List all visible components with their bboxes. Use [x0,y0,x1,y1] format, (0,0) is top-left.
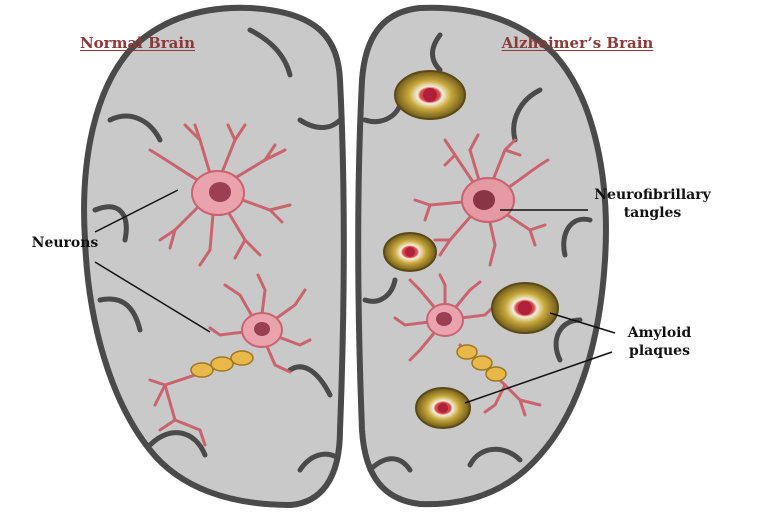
neuron-nucleus [473,190,495,210]
amyloid-plaque [383,232,437,272]
leader-lines [94,189,616,404]
neuron-nucleus [436,312,452,326]
heading-normal-brain: Normal Brain [79,34,196,52]
neuron-nucleus [254,322,270,336]
left-hemisphere [81,4,347,509]
amyloid-plaque [415,387,471,429]
amyloid-plaque [394,70,466,120]
myelin-sheath [190,350,254,378]
neuron-nucleus [209,182,231,202]
label-line: Amyloid [627,325,692,341]
label-neurofibrillary-tangles: Neurofibrillary tangles [585,186,720,222]
right-hemisphere [355,4,609,508]
label-line: tangles [623,205,682,221]
amyloid-plaque [491,282,559,334]
label-line: plaques [629,343,690,359]
heading-alzheimers-brain: Alzheimer’s Brain [501,34,654,52]
label-line: Neurofibrillary [594,187,711,203]
label-amyloid-plaques: Amyloid plaques [612,324,707,360]
myelin-sheath [456,344,507,382]
label-neurons: Neurons [31,235,99,251]
